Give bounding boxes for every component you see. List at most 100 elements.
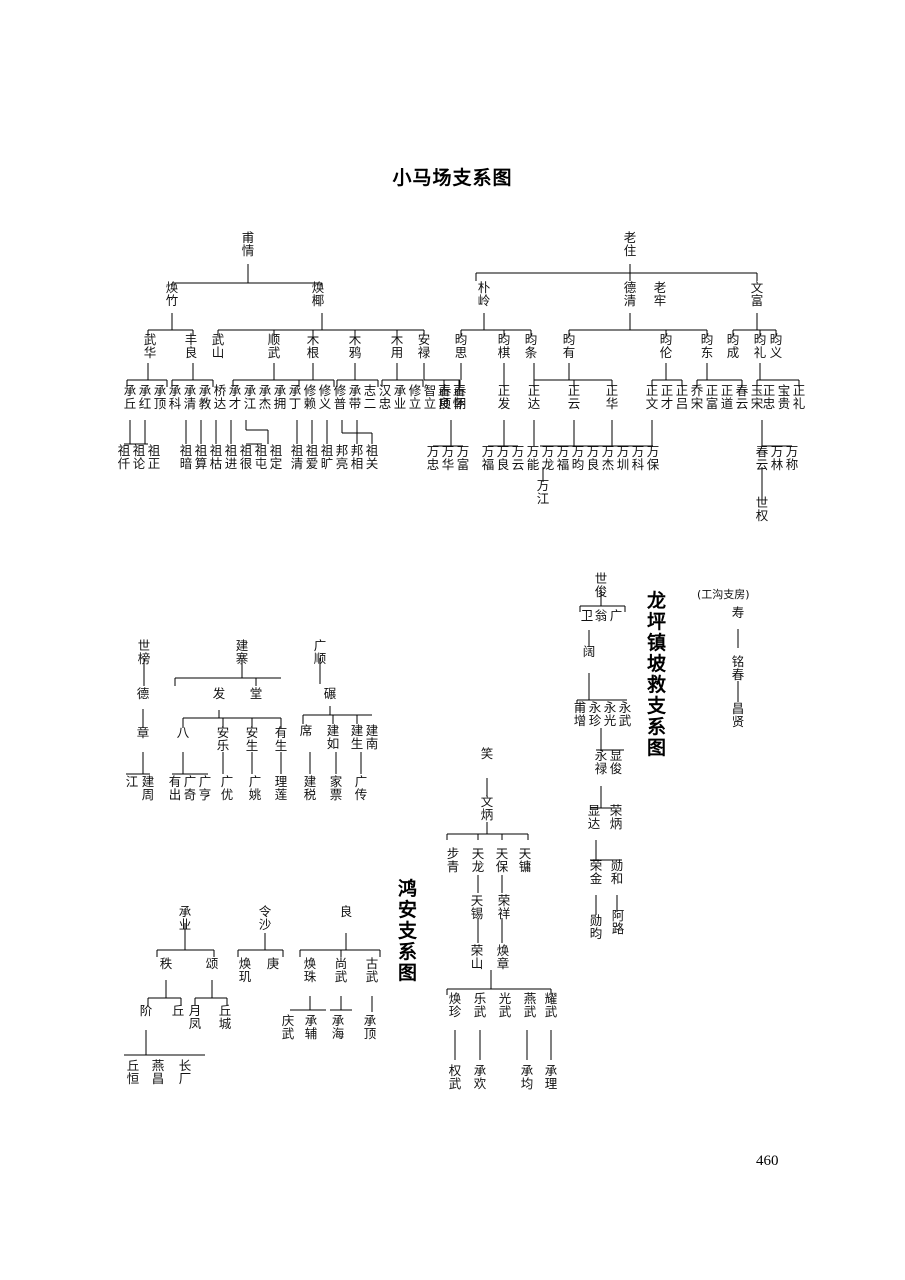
person-name: 祖论 — [133, 443, 146, 471]
person-name: 木根 — [307, 332, 320, 360]
person-name: 荣山 — [471, 943, 484, 971]
person-name: 春项 — [439, 383, 452, 411]
person-name: 承清 — [184, 383, 197, 411]
person-name: 昀东 — [701, 332, 714, 360]
person-name: 庆武 — [282, 1013, 295, 1041]
person-name: 广优 — [221, 774, 234, 802]
person-name: 顺武 — [268, 332, 281, 360]
side-title-hongan: 鸿安支系图 — [397, 877, 418, 984]
person-name: 玉宋 — [751, 383, 764, 411]
person-name: 昀伦 — [660, 332, 673, 360]
person-name: 承教 — [199, 383, 212, 411]
person-name: 承业 — [179, 904, 192, 932]
person-name: 碾 — [324, 686, 337, 701]
person-name: 广亨 — [199, 774, 212, 802]
person-name: 广奇 — [184, 774, 197, 802]
person-name: 承丘 — [124, 383, 137, 411]
person-name: 永珍 — [589, 700, 602, 728]
person-name: 卫 — [581, 608, 594, 623]
person-name: 承顶 — [364, 1013, 377, 1041]
person-name: 天镛 — [519, 846, 532, 874]
person-name: 有出 — [169, 774, 182, 802]
person-name: 安生 — [246, 725, 259, 753]
person-name: 万杰 — [602, 444, 615, 472]
person-name: 正才 — [661, 383, 674, 411]
person-name: 春朝 — [454, 383, 467, 411]
person-name: 光武 — [499, 991, 512, 1019]
person-name: 正良 — [438, 383, 451, 411]
person-name: 昀成 — [727, 332, 740, 360]
person-name: 安禄 — [418, 332, 431, 360]
person-name: 焕珠 — [304, 956, 317, 984]
lineage-names: 甫情老住焕竹焕椰朴岭德清老牢文富武华丰良武山顺武木根木鸦木用安禄昀思昀棋昀条昀有… — [118, 230, 806, 1091]
person-name: 江 — [126, 774, 139, 789]
person-name: 月凤 — [189, 1003, 202, 1031]
person-name: 承江 — [244, 383, 257, 411]
person-name: 承科 — [169, 383, 182, 411]
person-name: 木用 — [391, 332, 404, 360]
person-name: 承海 — [332, 1013, 345, 1041]
person-name: 万福 — [557, 444, 570, 472]
person-name: 祖爱 — [306, 443, 319, 471]
person-name: 正吕 — [676, 383, 689, 411]
person-name: 甫情 — [242, 230, 255, 258]
person-name: 万能 — [527, 444, 540, 472]
person-name: 步青 — [447, 846, 460, 874]
person-name: 昀礼 — [754, 332, 767, 360]
person-name: 武华 — [144, 332, 157, 360]
person-name: 丘城 — [219, 1003, 232, 1031]
person-name: 万江 — [537, 478, 550, 506]
person-name: 修普 — [334, 383, 347, 411]
person-name: 昀义 — [770, 332, 783, 360]
person-name: 昀有 — [563, 332, 576, 360]
person-name: 志二 — [364, 383, 377, 411]
person-name: 古武 — [366, 956, 379, 984]
person-name: 万福 — [482, 444, 495, 472]
person-name: 焕玑 — [239, 956, 252, 984]
person-name: 丘恒 — [127, 1058, 140, 1086]
person-name: 正怀 — [453, 383, 466, 411]
person-name: 席 — [300, 723, 313, 738]
person-name: 祖仟 — [118, 443, 131, 471]
person-name: 焕珍 — [449, 991, 462, 1019]
person-name: 春云 — [756, 444, 769, 472]
person-name: 广 — [610, 608, 623, 623]
person-name: 燕武 — [524, 991, 537, 1019]
person-name: 修赖 — [304, 383, 317, 411]
person-name: 承辅 — [305, 1013, 318, 1041]
person-name: 德清 — [624, 280, 637, 308]
person-name: 世榜 — [138, 638, 151, 666]
person-name: 正文 — [646, 383, 659, 411]
person-name: 勋和 — [611, 858, 624, 886]
person-name: 万林 — [771, 444, 784, 472]
person-name: 尚武 — [335, 956, 348, 984]
person-name: 丘 — [172, 1003, 185, 1018]
person-name: 祖屯 — [255, 443, 268, 471]
person-name: 昌贤 — [732, 701, 745, 729]
person-name: 有生 — [275, 725, 288, 753]
person-name: 翁 — [595, 608, 608, 623]
person-name: 荣金 — [590, 858, 603, 886]
person-name: 承丁 — [289, 383, 302, 411]
person-name: 荣炳 — [610, 803, 623, 831]
person-name: 邦亮 — [336, 443, 349, 471]
person-name: 燕昌 — [152, 1058, 165, 1086]
page-number: 460 — [756, 1153, 779, 1169]
person-name: 丰良 — [185, 332, 198, 360]
person-name: 长厂 — [179, 1058, 192, 1086]
person-name: 建寨 — [236, 638, 249, 666]
person-name: 焕竹 — [166, 280, 179, 308]
person-name: 良 — [340, 904, 353, 919]
person-name: 木鸦 — [349, 332, 362, 360]
person-name: 乔宋 — [691, 383, 704, 411]
person-name: 祖定 — [270, 443, 283, 471]
person-name: 祖正 — [148, 443, 161, 471]
lineage-connectors — [124, 264, 800, 1060]
person-name: 颂 — [206, 956, 219, 971]
person-name: 铭春 — [732, 654, 745, 682]
person-name: 桥达 — [214, 383, 227, 411]
person-name: 祖关 — [366, 443, 379, 471]
person-name: 承业 — [394, 383, 407, 411]
person-name: 勋昀 — [590, 913, 603, 941]
